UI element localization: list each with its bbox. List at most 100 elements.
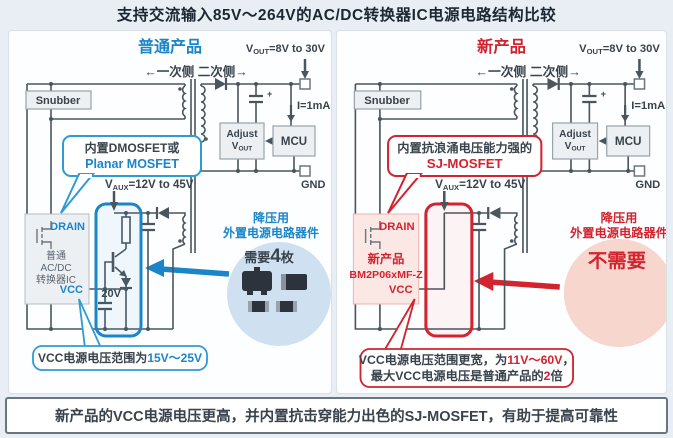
pass-transistor-icon (111, 248, 127, 277)
current-label: I=1mA (297, 100, 330, 112)
vcc-range-text: VCC电源电压范围为15V～25V (38, 350, 202, 365)
drain-label: DRAIN (50, 221, 85, 233)
adjust-vout-label: VOUT (565, 141, 586, 152)
output-terminal (633, 78, 646, 90)
highlight-box-blue (94, 202, 143, 338)
current-arrow-head (287, 115, 295, 122)
primary-winding (181, 85, 187, 117)
bubble-line2: Planar MOSFET (85, 157, 179, 171)
vcc-range-callout: VCC电源电压范围为15V～25V (32, 298, 208, 371)
mcu-box (272, 125, 316, 157)
pointer-arrow-red-head (473, 272, 494, 291)
drain-label: DRAIN (379, 221, 415, 233)
mosfet-icon (364, 221, 381, 249)
adjust-vout-label: VOUT (232, 141, 252, 153)
pointer-arrow-blue (160, 266, 230, 277)
aux-diode (155, 207, 169, 219)
panel-new: + Snubber Adjust VOUT MCU DRAIN VCC 新产品 … (336, 30, 667, 394)
current-label: I=1mA (631, 100, 665, 112)
ic-name-line1: 新产品 (368, 251, 405, 266)
zener-voltage-label: 20V (101, 288, 121, 300)
page-title: 支持交流输入85V～264V的AC/DC转换器IC电源电路结构比较 (116, 7, 557, 24)
vcc-range-callout: VCC电源电压范围更宽，为11V～60V， 最大VCC电源电压是普通产品的2倍 (359, 298, 575, 388)
feature-bubble: 内置DMOSFET或 Planar MOSFET (60, 135, 202, 214)
mcu-label: MCU (281, 136, 307, 148)
vout-arrow-head (635, 71, 644, 79)
aux-capacitor (471, 222, 487, 232)
adjust-label: Adjust (559, 129, 591, 140)
parts-circle-line1: 降压用 (601, 210, 638, 225)
circuit-ordinary: + Snubber Adjust VOUT MCU (24, 37, 331, 371)
sot23-icon (242, 267, 272, 295)
vcc-label: VCC (60, 284, 83, 296)
vcc-label: VCC (389, 284, 413, 296)
bubble-line1: 内置抗浪涌电压能力强的 (397, 140, 532, 155)
side-labels: ←一次侧 二次侧→ (475, 64, 581, 79)
gnd-terminal (633, 165, 646, 177)
pointer-arrow-blue-head (145, 259, 164, 277)
secondary-winding (533, 85, 539, 143)
smd-diode-icon (281, 274, 307, 290)
vcc-range-line1: VCC电源电压范围更宽，为11V～60V， (359, 352, 575, 367)
resistor-icon (121, 216, 131, 244)
parts-circle-line2: 外置电源电路器件 (569, 225, 666, 240)
parts-circle (563, 239, 666, 347)
junction-dots (49, 82, 296, 331)
ic-name-line3: 转换器IC (36, 273, 76, 286)
cap-plus-sign: + (267, 89, 272, 99)
feature-bubble: 内置抗浪涌电压能力强的 SJ-MOSFET (387, 135, 543, 214)
rectifier-diode (547, 78, 560, 90)
snubber-label: Snubber (364, 95, 410, 107)
aux-capacitor (141, 222, 155, 232)
footer-note: 新产品的VCC电源电压更高，并内置抗击穿能力出色的SJ-MOSFET，有助于提高… (5, 397, 668, 434)
aux-winding (182, 215, 187, 245)
parts-circle (227, 242, 331, 346)
vcc-range-line2: 最大VCC电源电压是普通产品的2倍 (371, 368, 563, 383)
gnd-label: GND (301, 179, 326, 191)
bubble-line2: SJ-MOSFET (427, 156, 503, 171)
snubber-box (353, 90, 422, 110)
cap-plus-sign: + (601, 89, 606, 99)
parts-circle-line1: 降压用 (253, 210, 289, 225)
chip-resistor-icon (276, 301, 297, 312)
vout-label: VOUT=8V to 30V (246, 43, 326, 56)
primary-winding (513, 85, 519, 117)
circuit-new: + Snubber Adjust VOUT MCU DRAIN VCC 新产品 … (349, 37, 666, 388)
mcu-box (606, 125, 651, 157)
pointer-arrow-red (490, 279, 560, 290)
snubber-box (25, 90, 92, 110)
ic-name-line1: 普通 (46, 249, 66, 262)
vaux-arrow-head (110, 202, 118, 211)
parts-count: 需要4枚 (244, 246, 295, 267)
chip-resistor-icon (248, 301, 269, 312)
output-terminal (299, 78, 311, 90)
product-title: 新产品 (477, 37, 526, 56)
product-title: 普通产品 (138, 37, 202, 56)
aux-diode (487, 207, 501, 219)
filter-capacitor (249, 94, 263, 104)
mcu-to-adjust-arrow (265, 137, 273, 145)
snubber-label: Snubber (36, 95, 81, 107)
adjust-box (219, 122, 265, 160)
panel-ordinary: + Snubber Adjust VOUT MCU (8, 30, 332, 394)
adjust-box (551, 122, 599, 160)
vout-arrow-head (301, 71, 309, 79)
vaux-label: VAUX=12V to 45V (435, 178, 525, 192)
ic-name-line2: AC/DC (40, 263, 71, 274)
ic-box (24, 213, 90, 305)
ic-name-line2: BM2P06xMF-Z (349, 269, 423, 281)
highlight-box-red (424, 202, 474, 338)
vaux-arrow-head (440, 202, 449, 211)
aux-winding (513, 215, 519, 245)
vcc-capacitor (98, 301, 112, 311)
gnd-terminal (299, 165, 311, 177)
mcu-to-adjust-arrow (598, 137, 607, 145)
current-arrow-head (621, 115, 630, 122)
side-labels: ←一次侧 二次侧→ (144, 64, 247, 79)
mcu-label: MCU (615, 135, 642, 148)
ic-box (352, 213, 420, 305)
vout-label: VOUT=8V to 30V (579, 43, 660, 56)
adjust-label: Adjust (226, 129, 258, 140)
parts-not-needed: 不需要 (588, 250, 646, 272)
gnd-label: GND (635, 179, 660, 191)
